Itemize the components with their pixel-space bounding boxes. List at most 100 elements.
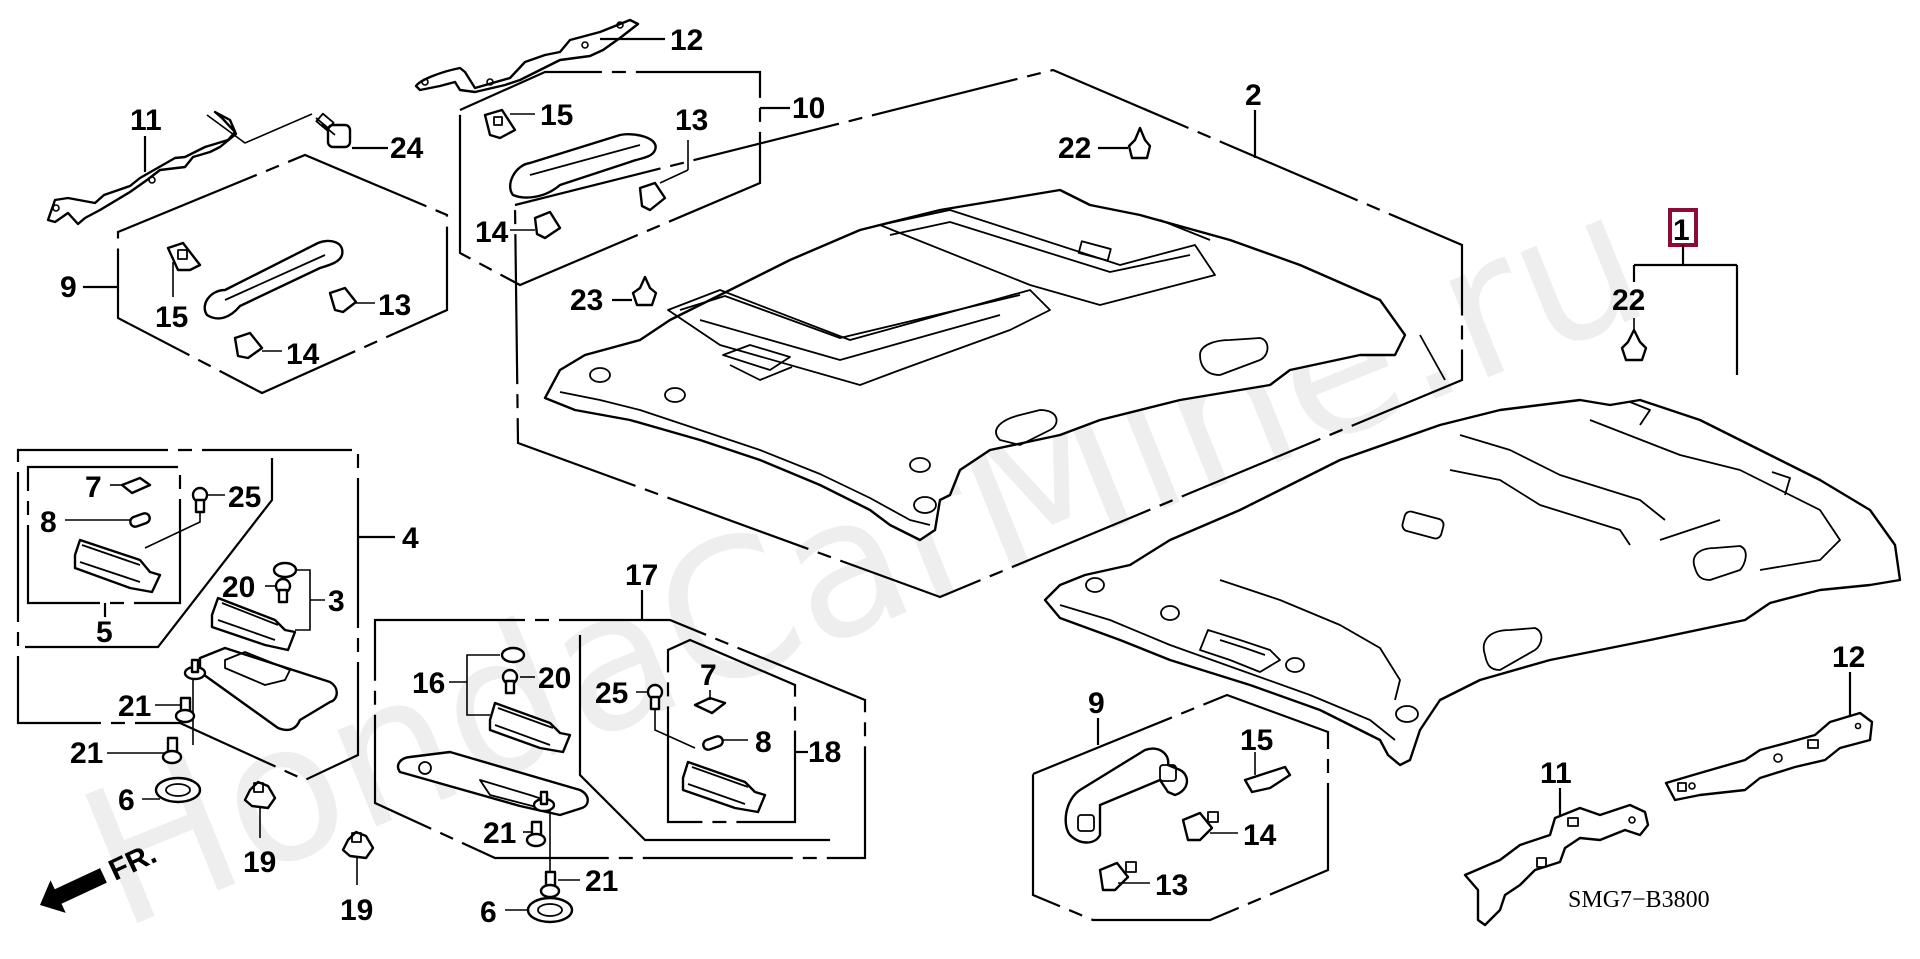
bolt-24[interactable]	[315, 112, 352, 149]
holder-19-center[interactable]	[341, 830, 375, 860]
arrow-left-icon	[40, 868, 107, 913]
callout-5[interactable]: 5	[96, 616, 113, 649]
diagram-code: SMG7−B3800	[1568, 887, 1710, 913]
callout-21-mid-left[interactable]: 21	[118, 690, 151, 723]
group-9-outline	[116, 153, 449, 395]
callout-15-top[interactable]: 15	[540, 99, 573, 132]
group-10-outline	[458, 70, 762, 287]
callout-22-top[interactable]: 22	[1058, 132, 1091, 165]
callout-6-right[interactable]: 6	[480, 896, 497, 929]
vanity-light-16[interactable]	[488, 701, 572, 754]
callout-20-left[interactable]: 20	[222, 571, 255, 604]
callout-3[interactable]: 3	[328, 585, 345, 618]
clip-22-top[interactable]	[1127, 126, 1152, 160]
grommet-6-left[interactable]	[154, 776, 202, 804]
callout-13-bottom[interactable]: 13	[1155, 869, 1188, 902]
group-17-outline	[373, 618, 867, 860]
callout-7-right[interactable]: 7	[700, 659, 717, 692]
bulb-clip-7-left[interactable]	[120, 476, 152, 495]
callout-18[interactable]: 18	[808, 736, 841, 769]
clip-22-right[interactable]	[1620, 328, 1648, 362]
callout-23[interactable]: 23	[570, 284, 603, 317]
bracket-12-bottom[interactable]	[1664, 711, 1874, 802]
map-light-5[interactable]	[73, 538, 162, 594]
screw-20-left[interactable]	[274, 577, 292, 604]
callout-9-bottom[interactable]: 9	[1088, 687, 1105, 720]
bracket-12-top[interactable]	[414, 18, 640, 94]
screw-21-mid-left[interactable]	[174, 696, 196, 724]
screw-25-left[interactable]	[191, 486, 209, 514]
callout-17[interactable]: 17	[625, 559, 658, 592]
callout-21-low-left[interactable]: 21	[70, 737, 103, 770]
callout-13-left[interactable]: 13	[378, 289, 411, 322]
callout-24[interactable]: 24	[390, 132, 424, 165]
clip-13-bottom[interactable]	[1098, 861, 1137, 892]
callout-8-left[interactable]: 8	[40, 506, 57, 539]
clip-15-left[interactable]	[166, 241, 202, 272]
cap-20-left[interactable]	[272, 561, 298, 579]
callout-15-left[interactable]: 15	[155, 301, 188, 334]
screw-25-right[interactable]	[646, 683, 664, 711]
callout-12-bottom[interactable]: 12	[1832, 641, 1865, 674]
callout-25-left[interactable]: 25	[228, 481, 261, 514]
group-2-outline	[513, 68, 1464, 599]
bulb-8-right[interactable]	[702, 735, 724, 751]
group-4-outline	[16, 448, 360, 782]
bulb-8-left[interactable]	[129, 512, 151, 528]
map-light-18[interactable]	[681, 760, 767, 814]
callout-25-right[interactable]: 25	[595, 677, 628, 710]
callout-21-mid-right[interactable]: 21	[483, 817, 516, 850]
callout-9-left[interactable]: 9	[60, 271, 77, 304]
holder-19-left[interactable]	[243, 780, 277, 810]
bracket-11-top-left[interactable]	[46, 110, 238, 226]
clip-14-bottom[interactable]	[1181, 811, 1219, 842]
clip-15-top[interactable]	[483, 108, 517, 140]
clip-15-bottom[interactable]	[1243, 765, 1292, 794]
callout-11-bottom[interactable]: 11	[1540, 757, 1572, 790]
callout-11-top[interactable]: 11	[130, 104, 162, 137]
callout-13-top[interactable]: 13	[675, 104, 708, 137]
callout-21-low-right[interactable]: 21	[585, 865, 618, 898]
callout-8-right[interactable]: 8	[755, 726, 772, 759]
headliner-1-assembly[interactable]	[1043, 398, 1902, 767]
screw-21-mid-right[interactable]	[525, 820, 547, 848]
callout-16[interactable]: 16	[412, 667, 445, 700]
callout-2[interactable]: 2	[1245, 79, 1262, 112]
clip-13-left[interactable]	[328, 286, 358, 314]
clip-23[interactable]	[631, 275, 658, 307]
callout-6-left[interactable]: 6	[118, 784, 135, 817]
screw-21-upper-right[interactable]	[532, 790, 556, 813]
callout-7-left[interactable]: 7	[85, 471, 102, 504]
callout-19-center[interactable]: 19	[340, 894, 373, 927]
bracket-11-bottom[interactable]	[1463, 803, 1650, 927]
grommet-6-right[interactable]	[526, 896, 574, 924]
callout-20-right[interactable]: 20	[538, 662, 571, 695]
vanity-light-3[interactable]	[210, 596, 297, 652]
callout-14-left[interactable]: 14	[286, 338, 320, 371]
grab-handle-10[interactable]	[508, 133, 657, 199]
callout-1[interactable]: 1	[1673, 214, 1690, 247]
callout-19-left[interactable]: 19	[243, 846, 276, 879]
group-9b-outline	[1031, 693, 1330, 922]
callout-14-top[interactable]: 14	[475, 216, 509, 249]
clip-14-top[interactable]	[533, 210, 562, 240]
screw-21-low-right[interactable]	[539, 870, 561, 899]
callout-10[interactable]: 10	[792, 92, 825, 125]
screw-20-right[interactable]	[501, 668, 519, 695]
clip-14-left[interactable]	[233, 331, 264, 360]
headliner-2-sunroof[interactable]	[543, 188, 1446, 542]
clip-13-top[interactable]	[638, 181, 667, 212]
callout-22-right[interactable]: 22	[1612, 284, 1645, 317]
screw-21-low-left[interactable]	[161, 736, 183, 765]
bulb-clip-7-right[interactable]	[693, 696, 727, 715]
grab-handle-9-left[interactable]	[203, 239, 344, 320]
grab-handle-9-bottom[interactable]	[1064, 747, 1189, 844]
cap-20-right[interactable]	[500, 646, 526, 664]
callout-14-bottom[interactable]: 14	[1243, 819, 1277, 852]
callout-4[interactable]: 4	[402, 522, 419, 555]
callout-12-top[interactable]: 12	[670, 24, 703, 57]
screw-21-upper-left[interactable]	[183, 658, 207, 681]
sunvisor-right[interactable]	[198, 646, 338, 732]
callout-15-bottom[interactable]: 15	[1240, 724, 1273, 757]
group-18-outline	[666, 638, 797, 824]
